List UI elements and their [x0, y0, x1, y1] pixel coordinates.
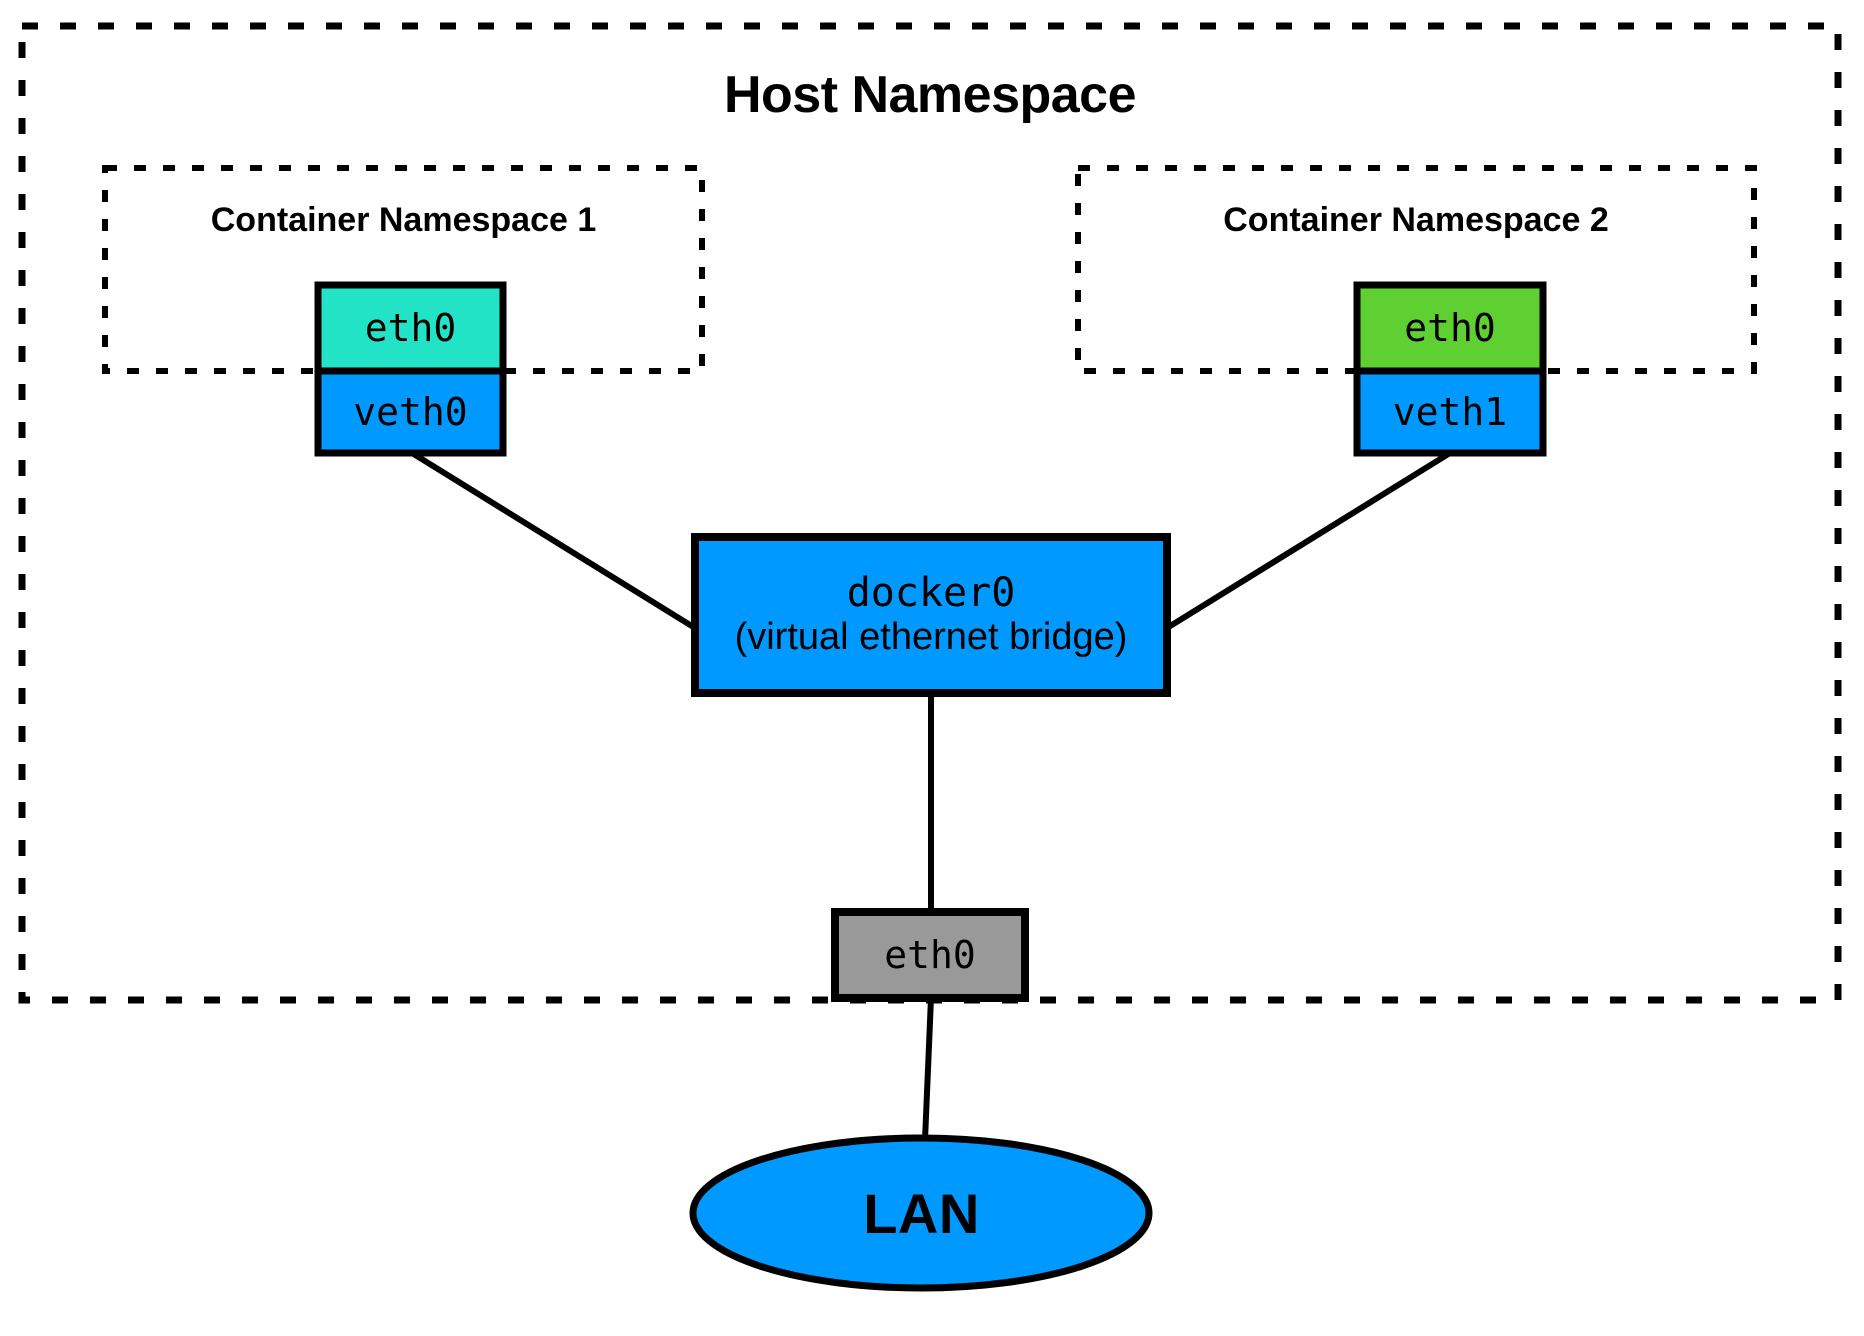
- connector-veth0-docker0: [410, 450, 697, 631]
- container-namespace-1-boundary: [102, 165, 705, 374]
- docker0-bridge-box[interactable]: [691, 533, 1171, 697]
- container2-veth1-box[interactable]: [1353, 367, 1547, 457]
- container1-veth0-box[interactable]: [314, 367, 507, 457]
- host-eth0-box[interactable]: [831, 908, 1029, 1002]
- connector-host-eth0-lan: [922, 997, 934, 1141]
- container-namespace-2-boundary: [1075, 165, 1757, 374]
- connector-lines: [410, 450, 1452, 1141]
- connector-veth1-docker0: [1165, 450, 1452, 631]
- container2-eth0-box[interactable]: [1353, 281, 1547, 375]
- lan-ellipse[interactable]: [689, 1134, 1153, 1292]
- container1-eth0-box[interactable]: [314, 281, 507, 375]
